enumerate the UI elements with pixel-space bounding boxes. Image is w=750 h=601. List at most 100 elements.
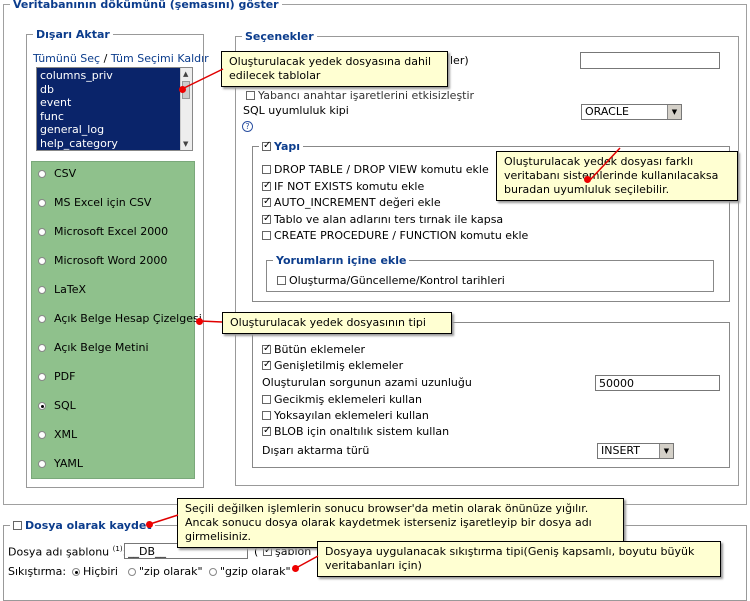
format-radio[interactable] [38,228,46,236]
option-row[interactable]: AUTO_INCREMENT değeri ekle [262,196,441,209]
format-option[interactable]: Açık Belge Metini [38,341,149,354]
compression-option[interactable]: Hiçbiri [72,565,118,578]
structure-legend: Yapı [259,140,303,153]
export-type-select[interactable]: INSERT ▼ [597,443,674,459]
select-all-link[interactable]: Tümünü Seç [33,52,101,65]
option-row[interactable]: Gecikmiş eklemeleri kullan [262,393,422,406]
fk-checks-checkbox[interactable] [246,91,255,100]
scroll-up-icon[interactable]: ▲ [183,70,189,78]
compression-radio[interactable] [128,568,136,576]
table-option[interactable]: event [40,96,72,110]
pointer-lines [149,68,621,569]
option-checkbox[interactable] [262,180,271,192]
comments-panel: Yorumların içine ekle [266,254,714,292]
table-option[interactable]: general_log [40,123,105,137]
format-radio[interactable] [38,199,46,207]
option-row[interactable]: IF NOT EXISTS komutu ekle [262,180,424,193]
format-option[interactable]: Açık Belge Hesap Çizelgesi [38,312,202,325]
format-option[interactable]: YAML [38,457,83,470]
scroll-down-icon[interactable]: ▼ [183,140,189,148]
option-row[interactable]: BLOB için onaltılık sistem kullan [262,425,449,438]
option-row[interactable]: Bütün eklemeler [262,343,365,356]
compression-label: Hiçbiri [83,565,118,578]
pointer-dot-compression [292,565,299,572]
option-row[interactable]: DROP TABLE / DROP VIEW komutu ekle [262,163,489,176]
tooltip-compression: Dosyaya uygulanacak sıkıştırma tipi(Geni… [317,541,721,577]
format-list: CSV MS Excel için CSV Microsoft Excel 2000… [31,161,202,479]
chevron-down-icon[interactable]: ▼ [667,105,681,119]
fk-checks-option[interactable]: Yabancı anahtar işaretlerini etkisizleşt… [246,89,474,102]
option-checkbox[interactable] [262,165,271,174]
format-label: Açık Belge Metini [54,341,149,354]
max-query-input[interactable] [595,375,720,391]
comments-option[interactable]: Oluşturma/Güncelleme/Kontrol tarihleri [277,274,505,287]
option-row[interactable]: Yoksayılan eklemeleri kullan [262,409,429,422]
table-option[interactable]: help_category [40,136,118,150]
option-checkbox[interactable] [262,196,271,208]
structure-panel: Yapı [252,140,730,302]
option-checkbox[interactable] [262,343,271,355]
format-radio[interactable] [38,373,46,381]
format-option[interactable]: LaTeX [38,283,86,296]
save-checkbox[interactable] [13,521,22,530]
option-checkbox[interactable] [262,213,271,225]
format-radio[interactable] [38,286,46,294]
option-row[interactable]: CREATE PROCEDURE / FUNCTION komutu ekle [262,229,528,242]
comments-checkbox[interactable] [277,276,286,285]
help-icon[interactable]: ? [242,121,253,132]
option-checkbox[interactable] [262,359,271,371]
table-option[interactable]: func [40,109,64,123]
link-separator: / [100,52,111,65]
top-text-input[interactable] [580,52,720,69]
format-option[interactable]: Microsoft Word 2000 [38,254,167,267]
pointer-dot-tables [179,86,186,93]
format-radio[interactable] [38,315,46,323]
structure-checkbox[interactable] [262,140,271,152]
option-checkbox[interactable] [262,395,271,404]
table-option[interactable]: db [40,82,54,96]
option-label: Gecikmiş eklemeleri kullan [274,393,422,406]
format-radio[interactable] [38,402,46,410]
format-label: Açık Belge Hesap Çizelgesi [54,312,202,325]
option-checkbox[interactable] [262,425,271,437]
format-option[interactable]: XML [38,428,77,441]
pointer-dot-type [196,318,203,325]
compat-select[interactable]: ORACLE▼ [581,104,682,120]
option-row[interactable]: Genişletilmiş eklemeler [262,359,403,372]
select-links: Tümünü Seç / Tüm Seçimi Kaldır [33,52,209,65]
format-radio[interactable] [38,344,46,352]
remember-template-option[interactable]: şablon [263,545,311,558]
format-label: Microsoft Word 2000 [54,254,168,267]
format-option[interactable]: SQL [38,399,76,412]
format-option[interactable]: PDF [38,370,75,383]
option-row[interactable]: Tablo ve alan adlarını ters tırnak ile k… [262,213,503,226]
compression-label: Sıkıştırma: [8,565,67,578]
options-legend: Seçenekler [245,30,314,43]
export-type-value: INSERT [601,444,640,457]
format-radio[interactable] [38,170,46,178]
format-radio[interactable] [38,257,46,265]
option-label: AUTO_INCREMENT değeri ekle [274,196,441,209]
option-checkbox[interactable] [262,231,271,240]
export-format-panel: Dışarı Aktar [26,28,204,488]
deselect-all-link[interactable]: Tüm Seçimi Kaldır [110,52,209,65]
compression-option[interactable]: "gzip olarak" [209,565,291,578]
comments-label: Oluşturma/Güncelleme/Kontrol tarihleri [289,274,505,287]
comments-legend: Yorumların içine ekle [276,254,407,267]
format-option[interactable]: Microsoft Excel 2000 [38,225,168,238]
format-option[interactable]: MS Excel için CSV [38,196,151,209]
option-checkbox[interactable] [262,411,271,420]
format-label: PDF [54,370,76,383]
format-option[interactable]: CSV [38,167,76,180]
compression-option[interactable]: "zip olarak" [128,565,203,578]
table-option[interactable]: columns_priv [40,69,113,82]
compression-radio[interactable] [209,568,217,576]
format-radio[interactable] [38,431,46,439]
format-radio[interactable] [38,460,46,468]
chevron-down-icon[interactable]: ▼ [659,444,673,458]
tooltip-type: Oluşturulacak yedek dosyasının tipi [222,312,452,334]
compression-label: "zip olarak" [139,565,203,578]
compression-radio[interactable] [72,568,80,576]
